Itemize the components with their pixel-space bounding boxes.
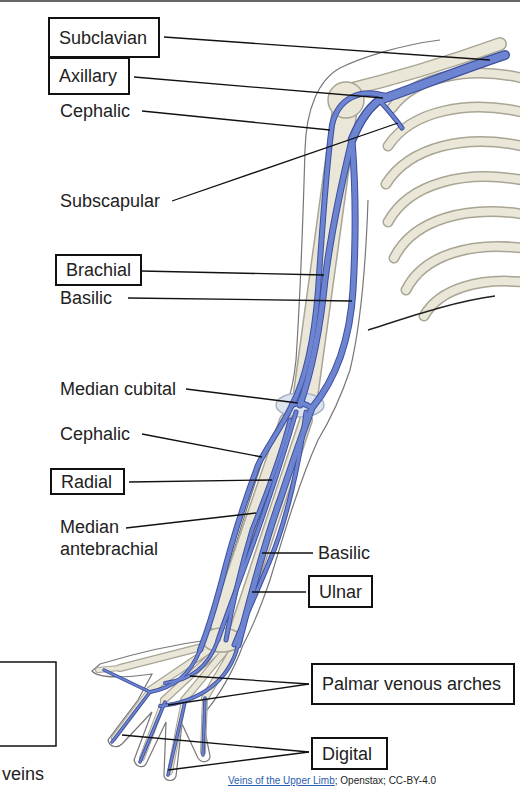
cut-off-box: [0, 662, 56, 746]
vein-name-box: Palmar venous arches: [311, 663, 515, 705]
arm-outline: [92, 40, 440, 781]
credit-text: ; Openstax; CC-BY-4.0: [335, 775, 436, 786]
vein-label: Median cubital: [60, 379, 176, 399]
veins: [234, 412, 306, 645]
box-text: Brachial: [66, 260, 134, 280]
arm-bones: [120, 646, 232, 700]
box-text: Ulnar: [319, 582, 365, 602]
leader-lines: [168, 752, 309, 770]
arm-bones: [120, 646, 232, 700]
vein-name-box: Axillary: [48, 57, 130, 95]
rib-cage: [386, 73, 520, 316]
veins: [226, 420, 290, 640]
veins: [203, 698, 205, 755]
vein-label: Median cubital: [60, 379, 176, 399]
vein-name-box: Radial: [50, 468, 125, 495]
box-text: Palmar venous arches: [322, 674, 507, 694]
leader-lines: [126, 513, 256, 528]
box-text: Radial: [61, 472, 117, 492]
vein-name-box: Subclavian: [48, 17, 160, 58]
credit-link: Veins of the Upper Limb: [228, 775, 335, 786]
vein-label: Subscapular: [60, 191, 160, 211]
veins: [112, 692, 150, 742]
leader-lines: [122, 37, 490, 770]
rib-cage: [424, 281, 520, 316]
veins: [168, 702, 185, 775]
leader-lines: [262, 552, 313, 553]
veins: [168, 702, 185, 775]
box-text: Subclavian: [59, 28, 152, 48]
cut-off-label: veins: [2, 764, 44, 784]
veins: [200, 93, 386, 650]
vein-label: Basilic: [318, 543, 370, 563]
veins: [380, 101, 402, 128]
arm-outline: [92, 640, 243, 781]
leader-lines: [164, 37, 490, 60]
veins: [238, 140, 355, 645]
veins: [140, 702, 165, 762]
veins: [104, 55, 505, 775]
leader-lines: [134, 77, 383, 98]
veins: [150, 650, 200, 692]
vein-label: Basilic: [318, 543, 370, 563]
vein-label: Cephalic: [60, 101, 130, 121]
veins: [203, 698, 205, 755]
box-text: Axillary: [59, 66, 122, 86]
veins: [150, 650, 200, 692]
leader-lines: [252, 591, 306, 592]
veins: [292, 403, 312, 408]
frame-line: [0, 0, 520, 2]
credit-text: ; Openstax; CC-BY-4.0: [335, 770, 436, 788]
leader-lines: [168, 684, 309, 705]
veins: [140, 702, 165, 762]
vein-label: Basilic: [60, 288, 112, 308]
vein-name-box: Brachial: [55, 254, 142, 286]
vein-name-box: Digital: [311, 737, 388, 770]
torso-outline: [368, 296, 495, 330]
vein-name-box: Ulnar: [308, 575, 373, 608]
vein-label: Cephalic: [60, 101, 130, 121]
veins: [200, 93, 386, 650]
rib-cage: [386, 73, 520, 316]
cut-off-label: veins: [2, 764, 44, 784]
vein-label: Basilic: [60, 288, 112, 308]
credit-link: Veins of the Upper Limb: [228, 770, 335, 788]
veins: [104, 55, 505, 775]
veins: [104, 670, 150, 692]
arm-bones: [98, 668, 205, 772]
vein-label: Cephalic: [60, 424, 130, 444]
leader-lines: [142, 434, 262, 457]
veins: [380, 101, 402, 128]
vein-label: Median antebrachial: [60, 517, 158, 559]
veins: [380, 55, 505, 100]
leader-lines: [142, 111, 330, 130]
vein-label: Median antebrachial: [60, 516, 180, 560]
leader-lines: [122, 735, 309, 752]
veins: [218, 412, 296, 640]
leader-lines: [186, 389, 298, 403]
veins: [104, 670, 150, 692]
veins: [380, 55, 505, 100]
leader-lines: [190, 676, 309, 684]
veins: [112, 692, 150, 742]
leader-lines: [172, 123, 398, 201]
leader-lines: [129, 480, 272, 482]
veins: [300, 140, 352, 405]
rib-cage: [424, 281, 520, 316]
vein-label: Subscapular: [60, 191, 160, 211]
veins: [104, 55, 505, 775]
leader-lines: [128, 298, 352, 301]
leader-lines: [141, 271, 324, 275]
rib-cage: [386, 73, 520, 316]
box-text: Digital: [322, 744, 380, 764]
arm-bones: [98, 668, 205, 772]
vein-label: Cephalic: [60, 424, 130, 444]
